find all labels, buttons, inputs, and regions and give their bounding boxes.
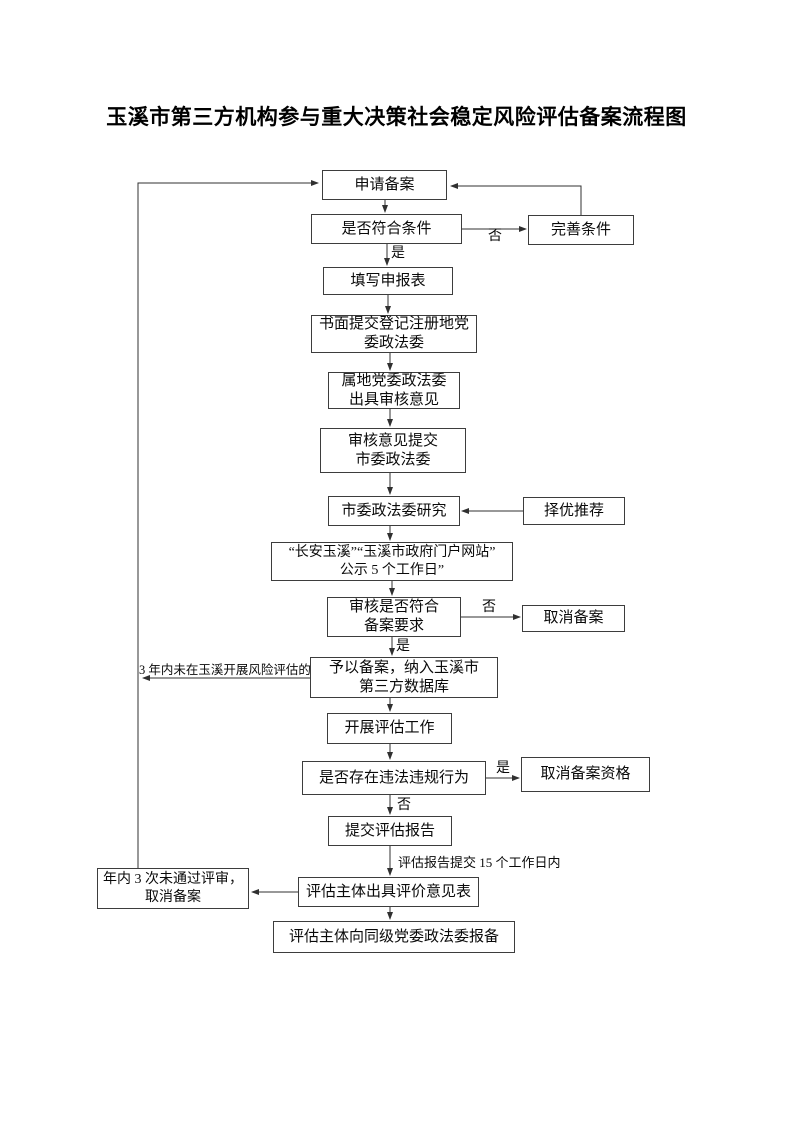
edge-label-no-audit-check: 否 [482, 600, 496, 615]
note-no-assessment-3-years: 3 年内未在玉溪开展风险评估的 [139, 663, 311, 677]
node-conduct-assessment: 开展评估工作 [327, 713, 452, 744]
edge-label-yes-violation-check: 是 [496, 761, 510, 776]
page-title: 玉溪市第三方机构参与重大决策社会稳定风险评估备案流程图 [106, 105, 687, 129]
node-submit-opinion-municipal: 审核意见提交 市委政法委 [320, 428, 466, 473]
node-apply-filing: 申请备案 [322, 170, 447, 200]
node-public-notice: “长安玉溪”“玉溪市政府门户网站” 公示 5 个工作日” [271, 542, 513, 581]
node-cancel-after-three-failures: 年内 3 次未通过评审， 取消备案 [97, 868, 249, 909]
node-improve-conditions: 完善条件 [528, 215, 634, 245]
node-cancel-filing-qualification: 取消备案资格 [521, 757, 650, 792]
node-submit-assessment-report: 提交评估报告 [328, 816, 452, 846]
edge-label-no-violation-check: 否 [397, 798, 411, 813]
edge-label-yes-check-conditions: 是 [391, 246, 405, 261]
node-violation-check: 是否存在违法违规行为 [302, 761, 486, 795]
node-report-to-same-level-committee: 评估主体向同级党委政法委报备 [273, 921, 515, 953]
node-written-submit-registration: 书面提交登记注册地党 委政法委 [311, 315, 477, 353]
edge-label-no-check-conditions: 否 [488, 229, 502, 244]
node-audit-meets-requirements: 审核是否符合 备案要求 [327, 597, 461, 637]
node-local-committee-opinion: 属地党委政法委 出具审核意见 [328, 372, 460, 409]
node-check-conditions: 是否符合条件 [311, 214, 462, 244]
node-cancel-filing: 取消备案 [522, 605, 625, 632]
note-report-within-15-days: 评估报告提交 15 个工作日内 [398, 855, 561, 870]
node-fill-application-form: 填写申报表 [323, 267, 453, 295]
node-grant-filing-database: 予以备案，纳入玉溪市 第三方数据库 [310, 657, 498, 698]
edge-label-yes-audit-check: 是 [396, 639, 410, 654]
node-municipal-committee-research: 市委政法委研究 [328, 496, 460, 526]
node-recommend-best: 择优推荐 [523, 497, 625, 525]
node-evaluation-opinion-form: 评估主体出具评价意见表 [298, 877, 479, 907]
